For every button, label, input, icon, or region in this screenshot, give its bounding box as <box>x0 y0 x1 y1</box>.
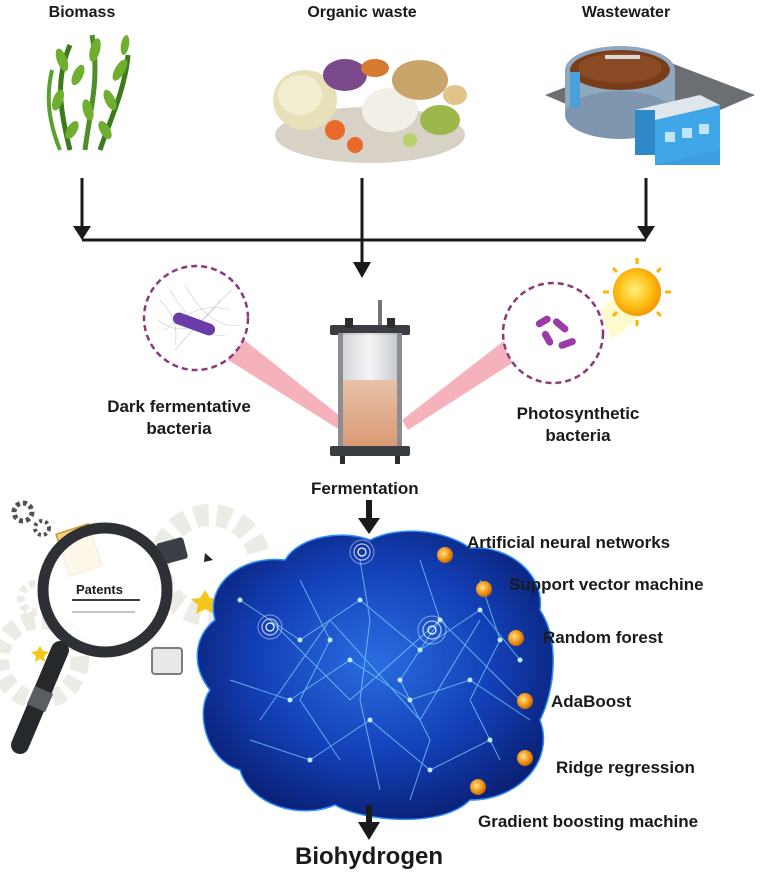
ml-node <box>517 750 533 766</box>
ml-method-label: Ridge regression <box>556 758 695 777</box>
dark-bacteria-icon <box>142 264 250 372</box>
ml-method-label: Gradient boosting machine <box>478 812 699 831</box>
dark-bacteria-label-line1: Dark fermentative <box>107 397 251 416</box>
sun-icon <box>600 258 671 340</box>
ml-node <box>437 547 453 563</box>
source-label-biomass: Biomass <box>48 4 116 21</box>
ml-node <box>470 779 486 795</box>
source-label-organic-waste: Organic waste <box>307 4 417 21</box>
ml-method-label: Artificial neural networks <box>467 533 671 552</box>
photo-bacteria-label-line2: bacteria <box>545 426 611 445</box>
biohydrogen-label: Biohydrogen <box>295 843 443 870</box>
source-label-wastewater: Wastewater <box>581 4 671 21</box>
ml-method-label: Support vector machine <box>509 575 704 594</box>
photo-bacteria-label: Photosynthetic bacteria <box>517 403 640 447</box>
source-arrows <box>73 178 655 278</box>
wastewater-plant-icon <box>545 46 755 165</box>
dark-bacteria-label-line2: bacteria <box>146 419 212 438</box>
patents-label: Patents <box>76 582 123 597</box>
magnifier-icon <box>11 522 173 754</box>
ml-method-label: AdaBoost <box>551 692 632 711</box>
brain-network <box>196 530 554 821</box>
photo-bacteria-icon <box>501 281 605 385</box>
photo-bacteria-beam <box>402 340 520 430</box>
dark-bacteria-label: Dark fermentative bacteria <box>107 396 251 440</box>
photo-bacteria-label-line1: Photosynthetic <box>516 404 640 423</box>
fermentation-label: Fermentation <box>311 479 419 498</box>
fermentation-arrow <box>358 500 380 534</box>
ml-node <box>476 581 492 597</box>
output-arrow <box>358 805 380 840</box>
bioreactor-icon <box>330 300 410 464</box>
ml-node <box>508 630 524 646</box>
ml-node <box>517 693 533 709</box>
organic-waste-icon <box>273 59 467 163</box>
ml-method-label: Random forest <box>543 628 663 647</box>
dark-bacteria-beam <box>225 335 345 430</box>
seaweed-icon <box>46 34 131 151</box>
ml-node-markers <box>437 547 533 795</box>
